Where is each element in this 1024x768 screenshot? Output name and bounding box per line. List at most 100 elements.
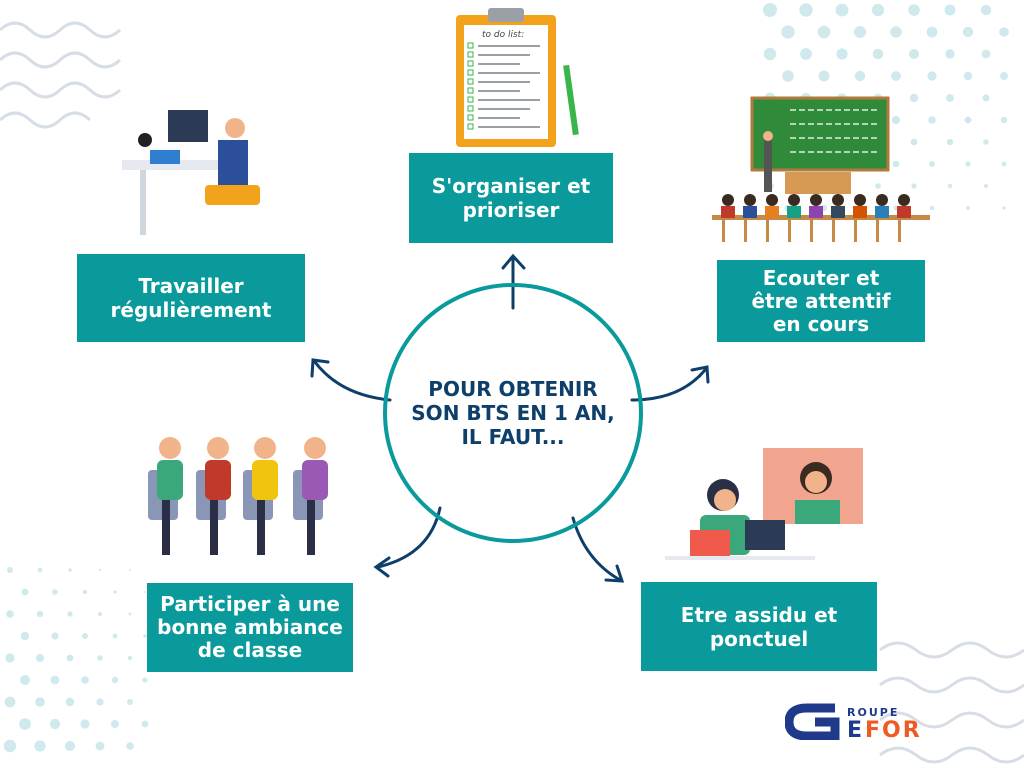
pattern-dot <box>835 3 849 17</box>
checkbox-mark <box>467 96 474 103</box>
central-circle: POUR OBTENIR SON BTS EN 1 AN, IL FAUT... <box>383 283 643 543</box>
dot-pattern <box>3 3 1009 753</box>
pattern-dot <box>908 4 920 16</box>
pattern-dot <box>982 94 990 102</box>
pattern-dot <box>911 183 917 189</box>
student-head <box>876 194 888 206</box>
pattern-dot <box>111 720 119 728</box>
pattern-dot <box>782 70 794 82</box>
pattern-dot <box>112 633 118 639</box>
pattern-dot <box>127 655 133 661</box>
pattern-dot <box>981 49 991 59</box>
student-head <box>788 194 800 206</box>
arrows <box>310 253 710 583</box>
checkbox-mark <box>467 78 474 85</box>
checkbox-mark <box>467 60 474 67</box>
checkbox-mark <box>467 51 474 58</box>
person-body <box>205 460 231 500</box>
pattern-dot <box>97 655 103 661</box>
checkbox-mark <box>467 42 474 49</box>
student-body <box>831 206 845 218</box>
pattern-dot <box>3 739 17 753</box>
student-head <box>744 194 756 206</box>
pattern-dot <box>871 3 885 17</box>
person-head <box>159 437 181 459</box>
pattern-dot <box>818 70 830 82</box>
student-head <box>766 194 778 206</box>
pattern-dot <box>50 675 60 685</box>
student-head <box>810 194 822 206</box>
pattern-dot <box>763 47 777 61</box>
arrow-bottom-right <box>571 516 622 582</box>
pattern-dot <box>781 25 795 39</box>
box-listen: Ecouter et être attentif en cours <box>717 260 925 342</box>
pattern-dot <box>854 26 866 38</box>
pattern-dot <box>126 742 134 750</box>
pattern-dot <box>4 696 16 708</box>
pattern-dot <box>854 70 866 82</box>
pattern-dot <box>926 26 938 38</box>
student-body <box>875 206 889 218</box>
pattern-dot <box>984 184 988 188</box>
pattern-dot <box>929 205 935 211</box>
student-body <box>721 206 735 218</box>
pattern-dot <box>800 48 812 60</box>
pattern-dot <box>964 116 972 124</box>
pattern-dot <box>142 677 148 683</box>
pattern-dot <box>944 4 956 16</box>
pattern-dot <box>143 634 147 638</box>
arrow-left <box>313 360 392 402</box>
student-head <box>832 194 844 206</box>
pattern-dot <box>875 183 881 189</box>
student-body <box>765 206 779 218</box>
classroom-illustration <box>712 96 930 242</box>
person-body <box>302 460 328 500</box>
checkbox-mark <box>467 114 474 121</box>
pattern-dot <box>891 115 901 125</box>
pattern-dot <box>980 4 992 16</box>
student-head <box>722 194 734 206</box>
person-body <box>157 460 183 500</box>
pattern-dot <box>891 71 901 81</box>
pattern-dot <box>5 653 15 663</box>
box-participate-label: Participer à une bonne ambiance de class… <box>157 592 343 662</box>
pattern-dot <box>65 741 75 751</box>
pattern-dot <box>945 49 955 59</box>
pattern-dot <box>37 567 43 573</box>
person-head <box>207 437 229 459</box>
pattern-dot <box>1001 161 1007 167</box>
pattern-dot <box>872 48 884 60</box>
pattern-dot <box>144 591 146 593</box>
person-at-laptop-illustration <box>122 110 260 235</box>
pattern-dot <box>909 93 919 103</box>
gefor-logo: ROUPE E FOR <box>784 700 995 743</box>
pattern-dot <box>7 567 13 573</box>
pattern-dot <box>21 588 29 596</box>
checkbox-mark <box>467 87 474 94</box>
pattern-dot <box>929 161 935 167</box>
pattern-dot <box>763 3 777 17</box>
person-body <box>252 460 278 500</box>
pattern-dot <box>19 718 31 730</box>
pattern-dot <box>983 139 989 145</box>
pattern-dot <box>49 718 61 730</box>
pattern-dot <box>1000 72 1008 80</box>
pattern-dot <box>799 3 813 17</box>
box-participate: Participer à une bonne ambiance de class… <box>147 583 353 672</box>
arrow-right <box>630 368 707 402</box>
pattern-dot <box>68 568 72 572</box>
pattern-dot <box>909 49 919 59</box>
box-listen-label: Ecouter et être attentif en cours <box>751 265 891 336</box>
person-head <box>254 437 276 459</box>
pattern-dot <box>128 612 132 616</box>
person-head <box>304 437 326 459</box>
pattern-dot <box>946 94 954 102</box>
pattern-dot <box>98 568 102 572</box>
pattern-dot <box>96 698 104 706</box>
pattern-dot <box>66 654 74 662</box>
svg-text:E: E <box>847 718 862 740</box>
box-assiduous: Etre assidu et ponctuel <box>641 582 877 671</box>
box-organize: S'organiser et prioriser <box>409 153 613 243</box>
pattern-dot <box>127 699 133 705</box>
pattern-dot <box>890 26 902 38</box>
